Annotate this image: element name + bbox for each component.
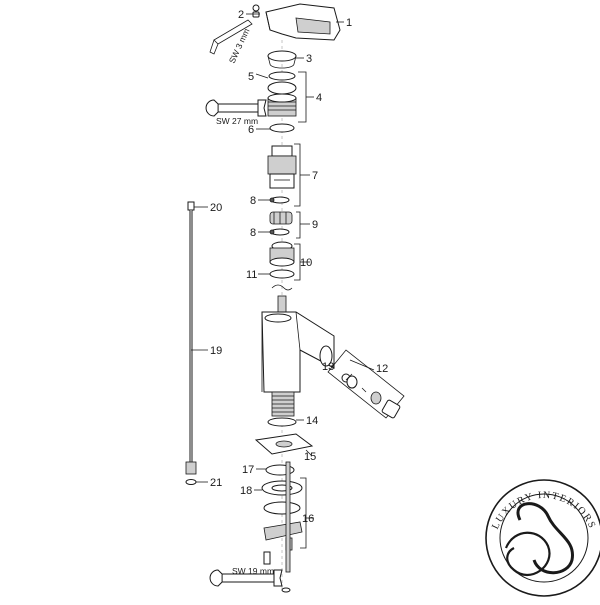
part-9-thermo-element — [269, 211, 293, 225]
mounting-rod — [263, 461, 291, 573]
part-12-assembly-box — [327, 349, 405, 419]
callout-17: 17 — [242, 464, 254, 476]
threaded-shank — [271, 391, 295, 417]
callout-13: 13 — [322, 361, 334, 373]
callout-18: 18 — [240, 485, 252, 497]
part-11-oring — [269, 269, 295, 279]
part-16-mounting-set — [263, 501, 303, 551]
part-15-base-plate — [254, 433, 314, 455]
callout-9: 9 — [312, 219, 318, 231]
tool-label-sw19: SW 19 mm — [232, 566, 274, 576]
part-8-seal-upper — [269, 196, 290, 204]
callout-15: 15 — [304, 451, 316, 463]
callout-12: 12 — [376, 363, 388, 375]
callout-3: 3 — [306, 53, 312, 65]
part-8-seal-lower — [269, 228, 290, 236]
callout-5: 5 — [248, 71, 254, 83]
hex-key-sw3 — [209, 19, 253, 55]
part-13-aerator-parts — [341, 373, 401, 419]
small-clip — [271, 284, 293, 291]
part-2-screw — [252, 4, 260, 18]
callout-14: 14 — [306, 415, 318, 427]
leader-lines — [191, 13, 375, 519]
part-4-nut — [267, 93, 297, 117]
callout-6: 6 — [248, 124, 254, 136]
luxury-interiors-logo: LUXURY INTERIORS — [485, 479, 600, 597]
part-6-oring — [269, 123, 295, 133]
part-14-ring — [267, 417, 297, 427]
part-3-cover-ring — [267, 50, 297, 69]
callout-numbers: 1 2 3 5 4 6 7 8 9 8 10 11 20 19 21 12 13… — [210, 9, 388, 525]
callout-10: 10 — [300, 257, 312, 269]
faucet-body — [261, 311, 335, 393]
callout-4: 4 — [316, 92, 322, 104]
valve-stud — [277, 295, 287, 315]
wrench-sw27 — [205, 99, 267, 117]
part-18-washer — [261, 480, 303, 496]
callout-1: 1 — [346, 17, 352, 29]
callout-16: 16 — [302, 513, 314, 525]
callout-19: 19 — [210, 345, 222, 357]
callout-20: 20 — [210, 202, 222, 214]
wrench-sw19 — [209, 569, 291, 593]
part-1-handle — [265, 3, 341, 41]
part-7-cartridge — [267, 145, 297, 189]
group-brackets — [294, 71, 307, 549]
callout-11: 11 — [246, 269, 257, 281]
part-19-hose — [185, 201, 197, 475]
callout-8-lower: 8 — [250, 227, 256, 239]
tool-label-sw27: SW 27 mm — [216, 116, 258, 126]
callout-2: 2 — [238, 9, 244, 21]
callout-8-upper: 8 — [250, 195, 256, 207]
tool-label-sw3: SW 3 mm — [227, 27, 252, 65]
part-5-orings — [267, 71, 297, 95]
part-21-seal — [185, 479, 197, 485]
callout-21: 21 — [210, 477, 222, 489]
part-10-valve — [269, 241, 295, 267]
callout-7: 7 — [312, 170, 318, 182]
